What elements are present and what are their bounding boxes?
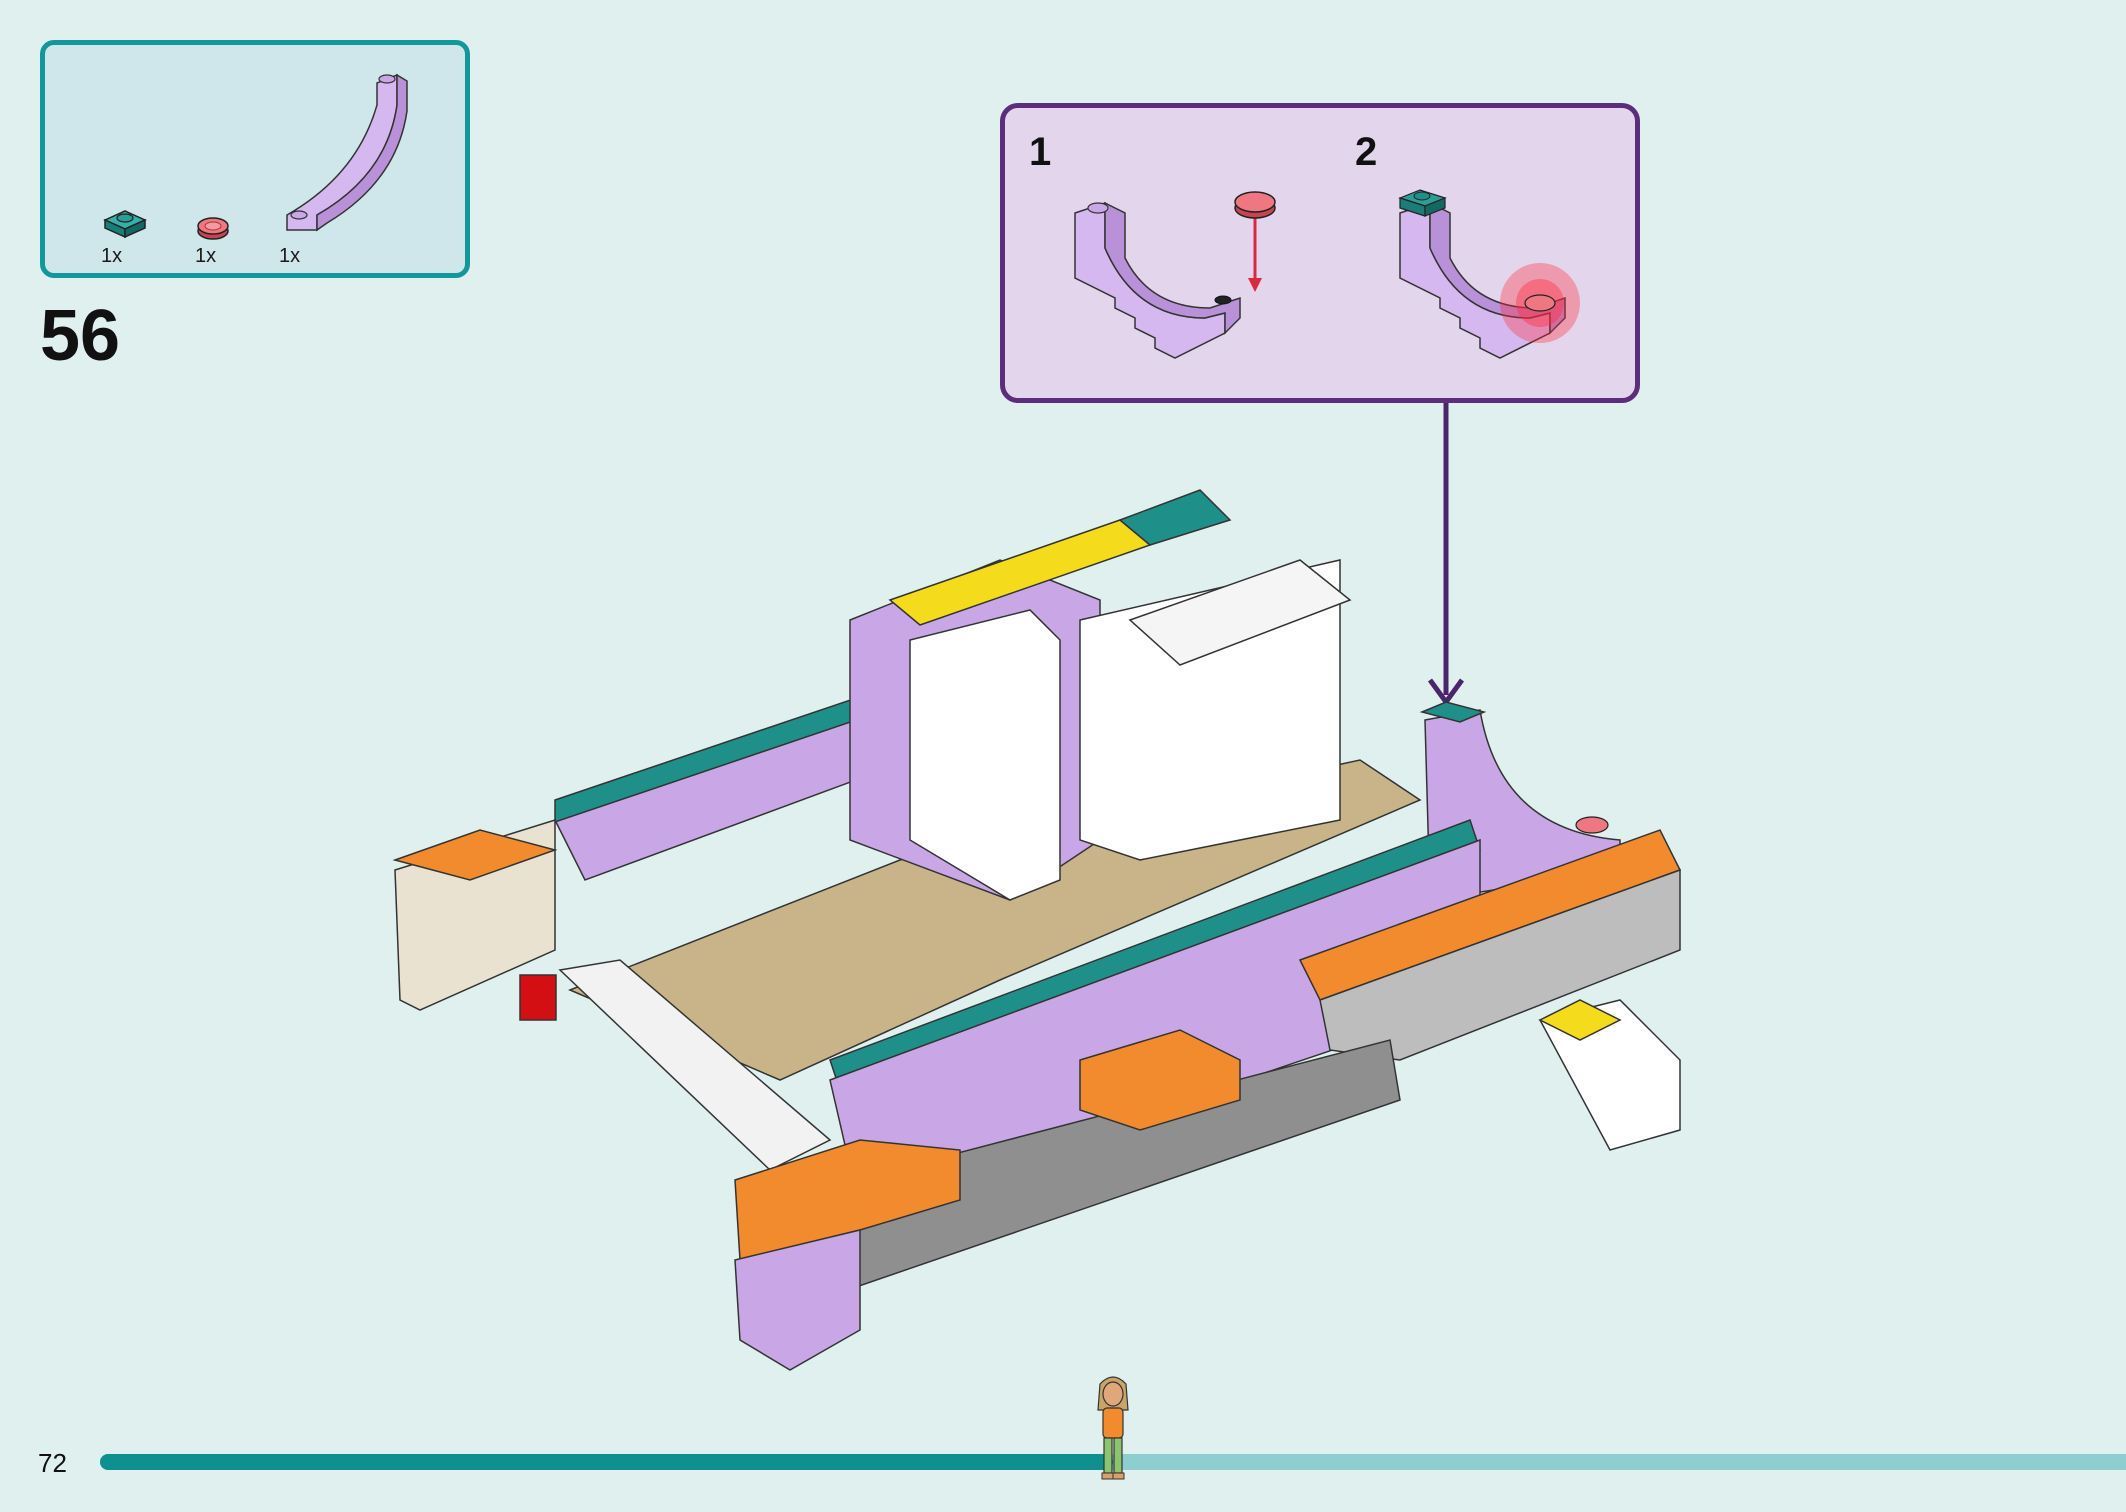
- parts-list-box: 1x 1x 1x: [40, 40, 470, 278]
- progress-bar-fill: [100, 1454, 1113, 1470]
- substep-1-label: 1: [1029, 130, 1052, 174]
- red-round-tile-icon: [197, 217, 229, 240]
- progress-bar: [100, 1454, 2126, 1470]
- page-number: 72: [38, 1448, 67, 1478]
- substep-1-illustration: [1074, 191, 1276, 359]
- parts-qty-red-tile: 1x: [195, 245, 217, 267]
- parts-qty-arch: 1x: [279, 245, 301, 267]
- teal-plate-1x1-icon: [103, 210, 147, 239]
- step-number: 56: [40, 296, 121, 376]
- substep-2-illustration: [1398, 189, 1580, 359]
- substep-2-label: 2: [1355, 130, 1378, 174]
- substep-callout: 1 2: [1000, 103, 1640, 403]
- minifigure-progress-marker-icon: [1097, 1376, 1129, 1480]
- lavender-arch-slope-icon: [286, 73, 408, 232]
- parts-qty-teal-plate: 1x: [101, 245, 123, 267]
